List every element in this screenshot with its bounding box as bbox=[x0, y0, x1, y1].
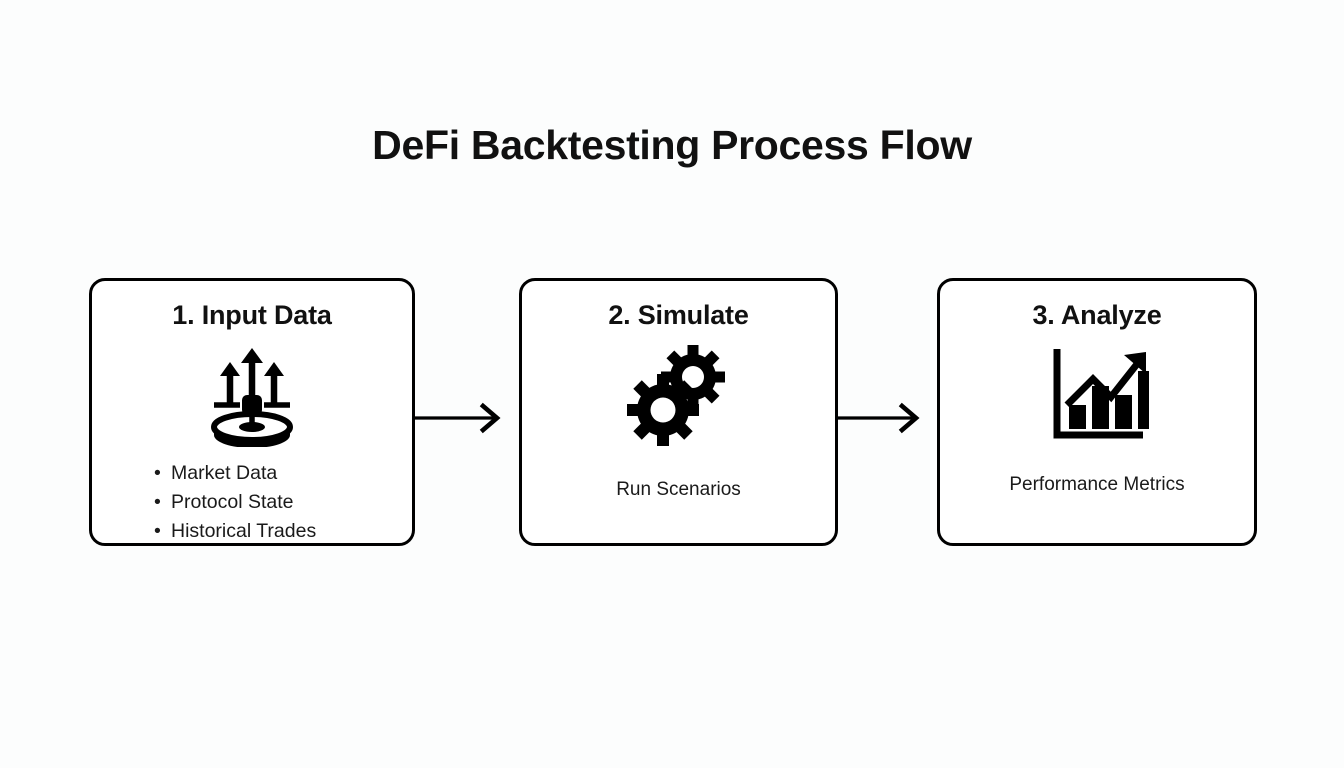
process-step-input-data[interactable]: 1. Input Data bbox=[89, 278, 415, 546]
data-source-upload-icon bbox=[92, 343, 412, 447]
step-heading: 2. Simulate bbox=[608, 300, 749, 330]
process-step-analyze[interactable]: 3. Analyze Performance Metrics bbox=[937, 278, 1257, 546]
bullet-icon: • bbox=[154, 520, 161, 542]
list-item-label: Historical Trades bbox=[171, 520, 317, 542]
step-heading: 3. Analyze bbox=[1032, 300, 1162, 330]
input-data-bullet-list: • Market Data • Protocol State • Histori… bbox=[154, 459, 316, 546]
list-item: • Protocol State bbox=[154, 488, 316, 517]
bar-chart-growth-icon bbox=[940, 343, 1254, 447]
list-item-label: Market Data bbox=[171, 462, 278, 484]
process-step-simulate[interactable]: 2. Simulate bbox=[519, 278, 838, 546]
connector-arrow-simulate-to-analyze bbox=[836, 400, 924, 436]
list-item-label: Protocol State bbox=[171, 491, 294, 513]
connector-arrow-input-to-simulate bbox=[413, 400, 505, 436]
page-title: DeFi Backtesting Process Flow bbox=[372, 122, 972, 168]
list-item: • Historical Trades bbox=[154, 517, 316, 546]
gears-icon bbox=[522, 343, 835, 447]
step-heading: 1. Input Data bbox=[172, 300, 332, 330]
step-caption: Performance Metrics bbox=[1009, 474, 1185, 495]
bullet-icon: • bbox=[154, 491, 161, 513]
list-item: • Market Data bbox=[154, 459, 316, 488]
step-caption: Run Scenarios bbox=[616, 479, 741, 500]
bullet-icon: • bbox=[154, 462, 161, 484]
